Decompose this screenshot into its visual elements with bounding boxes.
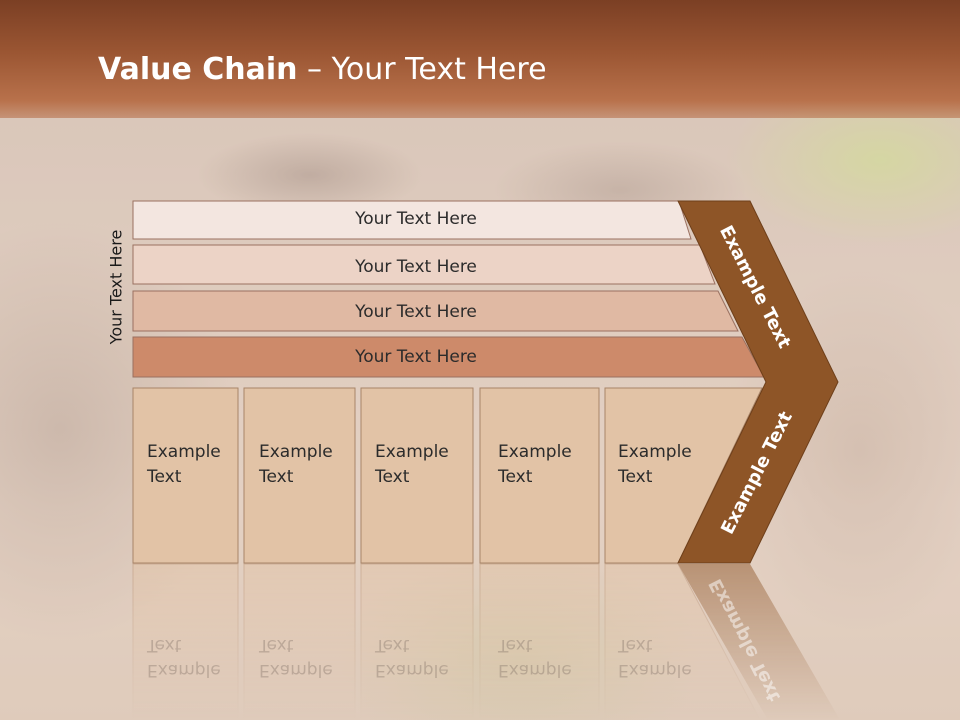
chevron-arrow (677, 200, 839, 564)
bar-2-label: Your Text Here (355, 257, 477, 277)
title-banner (0, 0, 960, 118)
column-3-line1: Example (375, 442, 449, 462)
column-4-line1: Example (498, 442, 572, 462)
column-5-line1: Example (618, 442, 692, 462)
column-2 (243, 387, 356, 564)
bar-2 (132, 244, 716, 285)
bar-3-label: Your Text Here (355, 302, 477, 322)
title-bold: Value Chain (98, 52, 298, 87)
column-4 (479, 387, 600, 564)
column-1-line2: Text (147, 467, 182, 487)
column-1 (132, 387, 239, 564)
column-3 (360, 387, 474, 564)
column-4-line2: Text (498, 467, 533, 487)
column-2-line1: Example (259, 442, 333, 462)
diagram-reflection (132, 563, 840, 720)
bar-4-label: Your Text Here (355, 347, 477, 367)
column-2-line2: Text (259, 467, 294, 487)
column-1-line1: Example (147, 442, 221, 462)
column-5-line2: Text (618, 467, 653, 487)
bar-1 (132, 200, 692, 240)
slide-title: Value Chain – Your Text Here (98, 52, 547, 87)
title-rest: – Your Text Here (297, 52, 547, 87)
bar-1-label: Your Text Here (355, 209, 477, 229)
bar-3 (132, 290, 739, 332)
column-3-line2: Text (375, 467, 410, 487)
